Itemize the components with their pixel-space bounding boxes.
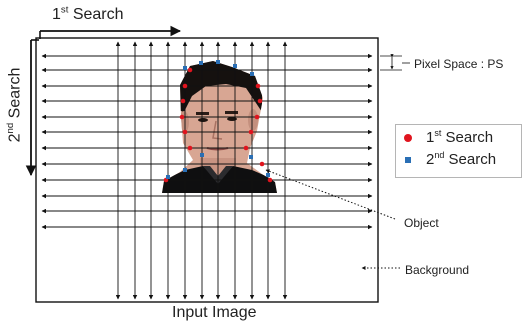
legend: 1st Search 2nd Search [395,124,522,178]
legend-label: 1st Search [426,128,494,147]
second-search-points [166,60,270,179]
second-search-label: 2nd Search [5,67,24,143]
legend-item-first-search: 1st Search [404,129,493,146]
second-search-direction-arrow [25,39,39,177]
pixel-space-label: Pixel Space : PS [414,57,504,71]
background-label: Background [405,263,470,277]
pixel-space-indicator [380,54,410,71]
person-photo [162,61,277,193]
horizontal-scan-lines [41,53,373,230]
legend-item-second-search: 2nd Search [404,151,496,168]
input-image-label: Input Image [172,304,257,321]
first-search-direction-arrow [39,25,182,39]
object-label: Object [404,216,439,230]
blue-square-icon [405,156,411,163]
red-circle-icon [404,133,412,142]
vertical-scan-lines [115,41,288,300]
legend-label: 2nd Search [426,150,497,169]
first-search-label: 1st Search [52,4,124,23]
